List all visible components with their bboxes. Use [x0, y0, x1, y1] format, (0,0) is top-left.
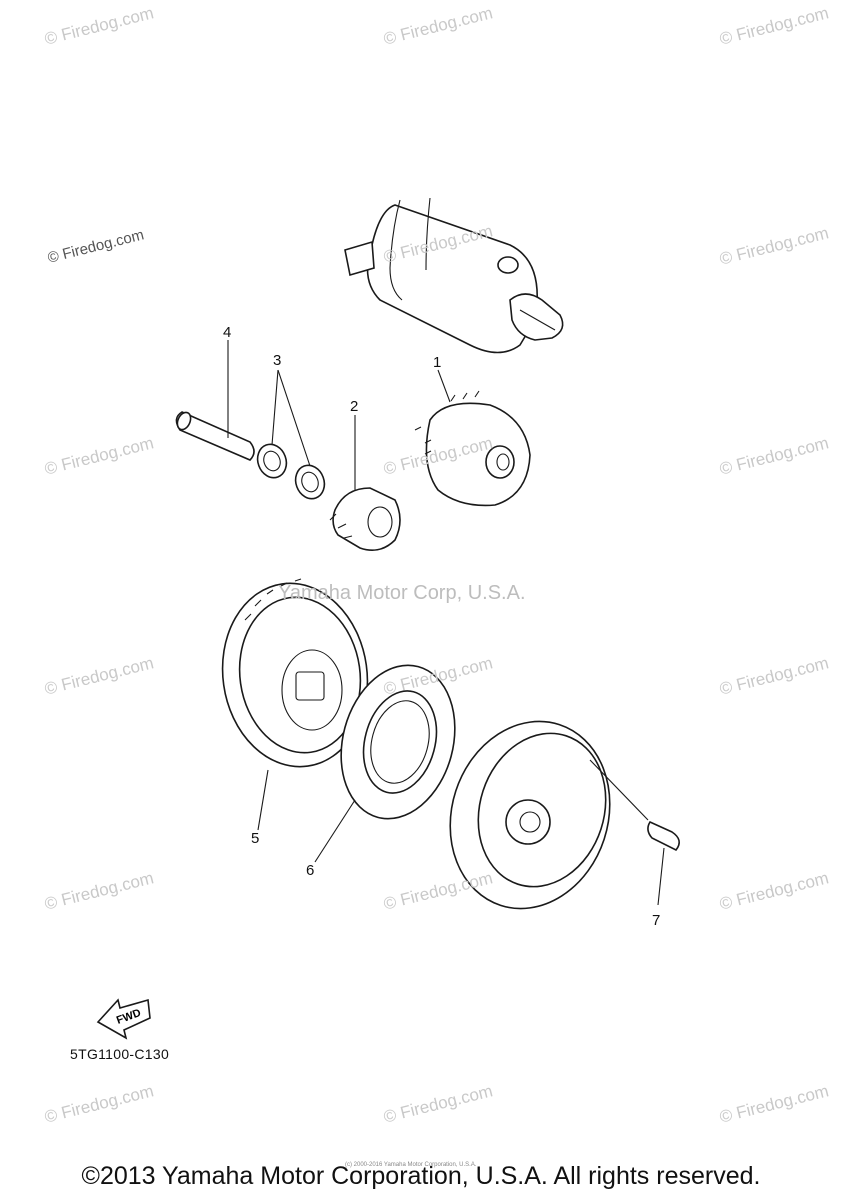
copyright-footer: ©2013 Yamaha Motor Corporation, U.S.A. A… [81, 1162, 761, 1190]
part-7-bolt [647, 820, 680, 906]
callout-2: 2 [350, 398, 359, 415]
rotor-housing [449, 720, 649, 910]
part-5-large-gear [221, 578, 369, 831]
callout-3: 3 [273, 352, 282, 369]
diagram-code: 5TG1100-C130 [70, 1046, 170, 1062]
part-3-bearings [256, 369, 326, 500]
callout-6: 6 [306, 862, 315, 879]
tiny-notice: (c) 2000-2016 Yamaha Motor Corporation, … [345, 1162, 477, 1168]
callout-7: 7 [652, 912, 661, 929]
part-4-shaft [175, 340, 255, 461]
fwd-arrow-icon: FWD [96, 998, 151, 1040]
callout-4: 4 [223, 324, 232, 341]
callout-5: 5 [251, 830, 260, 847]
part-6-one-way-clutch [314, 664, 456, 863]
callout-1: 1 [433, 354, 442, 371]
center-watermark: Yamaha Motor Corp, U.S.A. [278, 582, 526, 604]
starter-motor [344, 197, 564, 354]
part-2-idler-gear [329, 415, 401, 551]
part-1-gear-assembly [414, 369, 531, 507]
